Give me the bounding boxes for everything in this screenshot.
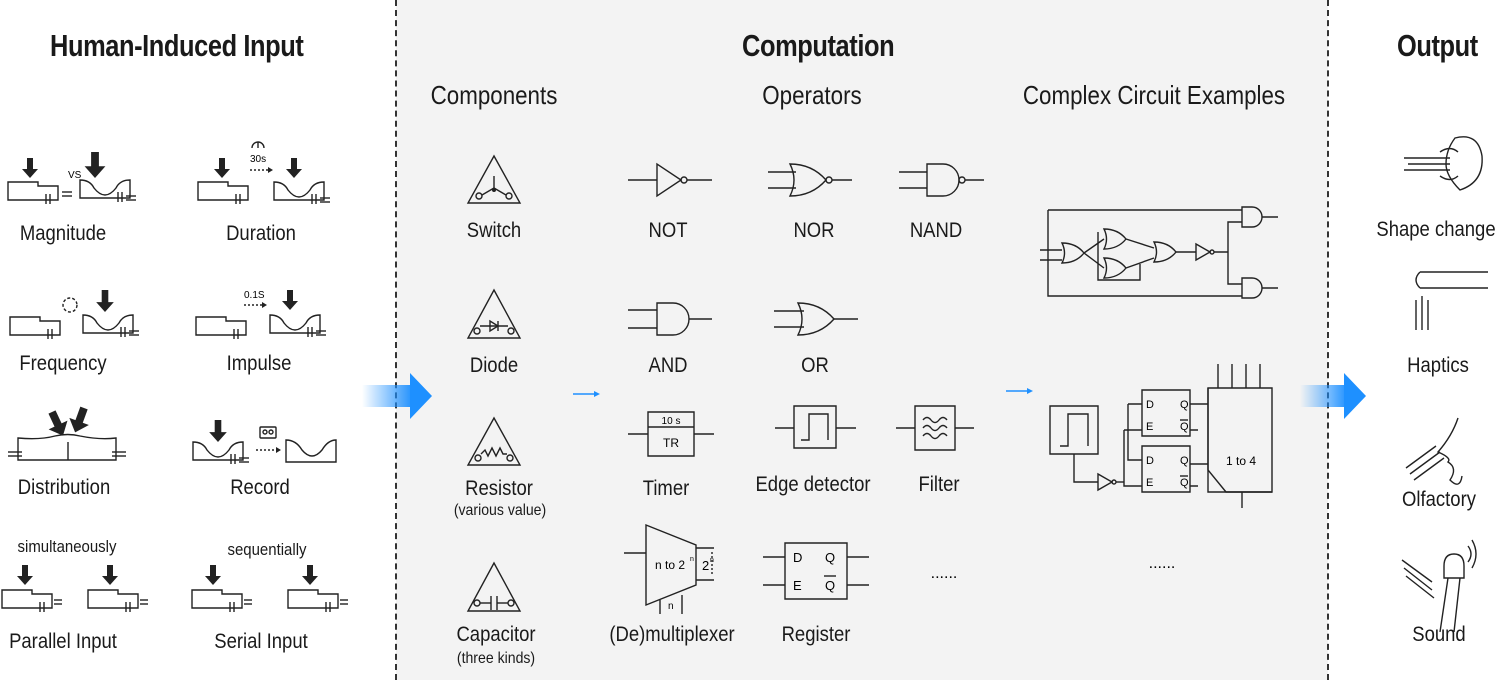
switch-icon (468, 156, 520, 203)
svg-text:E: E (793, 578, 802, 593)
demultiplexer-icon: n to 2 n 2 n n (624, 525, 714, 614)
demux-n-to-2: n to 2 (655, 558, 685, 572)
svg-text:E: E (1146, 421, 1153, 433)
svg-text:Q: Q (1180, 477, 1189, 489)
and-gate-icon (628, 302, 712, 336)
svg-text:D: D (793, 550, 802, 565)
nor-gate-icon (768, 163, 852, 197)
nand-gate-icon (899, 163, 984, 197)
impulse-icon: 0.1S (195, 290, 327, 340)
svg-text:E: E (1146, 477, 1153, 489)
output-panel (1329, 0, 1500, 680)
operators-ellipsis: ...... (931, 565, 958, 582)
not-gate-icon (628, 164, 712, 196)
input-title: Human-Induced Input (50, 28, 304, 63)
duration-icon: 30s (197, 142, 331, 205)
small-arrow-complex (1006, 388, 1033, 394)
svg-text:Q: Q (825, 550, 835, 565)
shape-change-icon (1404, 137, 1482, 190)
register-icon: D Q E Q (763, 543, 869, 599)
svg-text:Q: Q (825, 578, 835, 593)
svg-text:D: D (1146, 455, 1154, 467)
svg-text:n: n (710, 557, 714, 564)
complex-ellipsis: ...... (1149, 555, 1176, 572)
divider-right (1327, 0, 1329, 680)
serial-input-icon (191, 565, 348, 613)
computation-title: Computation (742, 28, 895, 63)
mux-1-to-4: 1 to 4 (1226, 454, 1256, 468)
or-gate-icon (774, 302, 858, 336)
timer-duration: 10 s (662, 416, 681, 427)
svg-text:2: 2 (702, 558, 709, 573)
computation-panel (396, 0, 1328, 680)
edge-detector-icon (775, 406, 856, 448)
big-arrow-input-to-computation (362, 373, 432, 419)
magnitude-icon: VS (7, 152, 137, 205)
svg-text:n: n (668, 601, 674, 612)
svg-text:n: n (690, 556, 694, 563)
resistor-icon (468, 418, 520, 465)
svg-text:Q: Q (1180, 421, 1189, 433)
timer-tr: TR (663, 436, 679, 450)
frequency-icon (9, 290, 140, 340)
input-icons: VS 30s 0.1S (1, 0, 395, 613)
svg-text:Q: Q (1180, 399, 1189, 411)
small-arrow-components (573, 391, 600, 397)
input-panel (0, 0, 395, 680)
big-arrow-computation-to-output (1300, 373, 1366, 419)
filter-icon (896, 406, 974, 450)
output-title: Output (1397, 28, 1478, 63)
svg-text:30s: 30s (250, 154, 266, 165)
parallel-input-icon (1, 565, 148, 613)
diode-icon (468, 290, 520, 338)
counter-circuit: D Q E Q D Q E Q 1 to 4 (1050, 364, 1272, 508)
olfactory-icon (1406, 418, 1462, 484)
divider-left (395, 0, 397, 680)
distribution-icon (8, 404, 126, 460)
record-icon (192, 420, 336, 465)
capacitor-icon (468, 563, 520, 611)
haptics-icon (1416, 272, 1488, 330)
sound-icon (1402, 540, 1476, 632)
magnitude-vs: VS (68, 170, 82, 181)
svg-text:D: D (1146, 399, 1154, 411)
svg-text:Q: Q (1180, 455, 1189, 467)
svg-text:0.1S: 0.1S (244, 290, 265, 301)
latch-circuit (1040, 206, 1278, 299)
timer-icon: 10 s TR (628, 412, 714, 456)
